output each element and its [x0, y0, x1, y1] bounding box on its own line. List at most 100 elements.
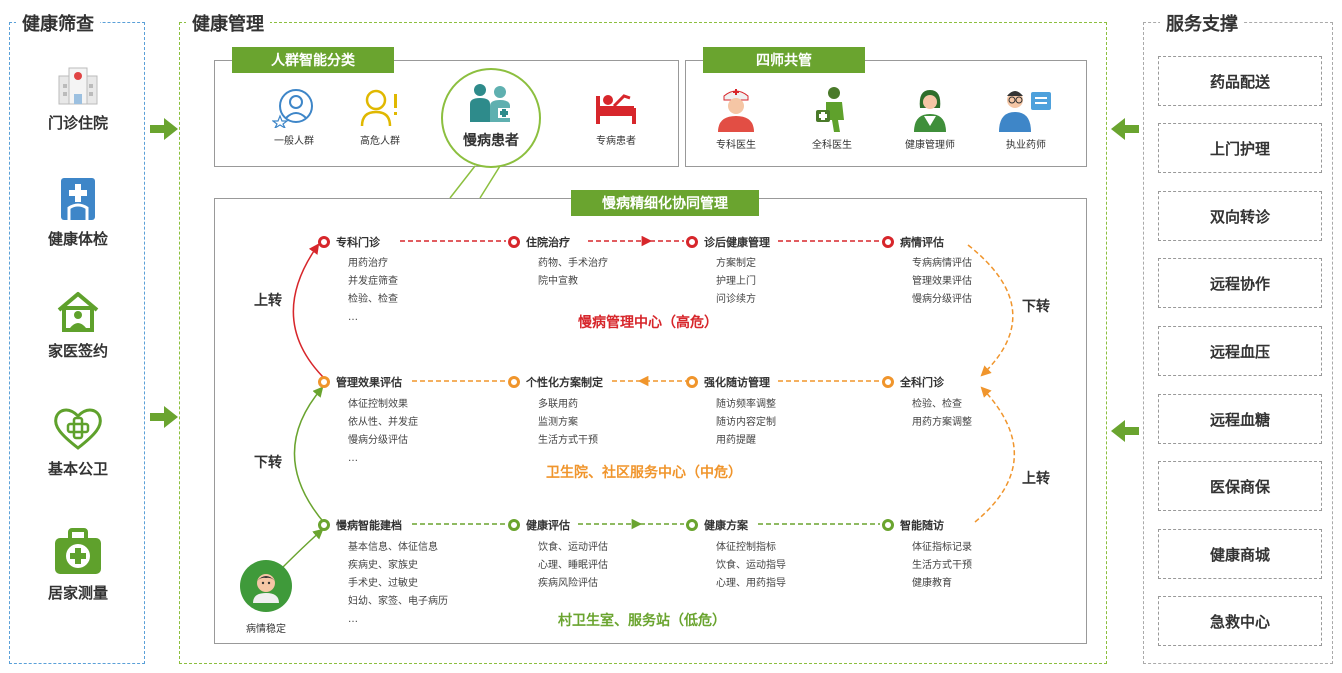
step-marker — [508, 376, 520, 388]
detail-item: 依从性、并发症 — [348, 417, 418, 428]
detail-item: 管理效果评估 — [912, 276, 972, 287]
step-marker — [508, 236, 520, 248]
stable-patient-label: 病情稳定 — [246, 624, 286, 635]
service-referral[interactable]: 双向转诊 — [1158, 191, 1322, 241]
management-panel — [179, 22, 1107, 664]
detail-item: 生活方式干预 — [538, 435, 598, 446]
center-medium-risk: 卫生院、社区服务中心（中危） — [546, 465, 742, 481]
doctor-specialist: 专科医生 — [696, 86, 776, 151]
detail-item: 监测方案 — [538, 417, 578, 428]
service-home-nursing[interactable]: 上门护理 — [1158, 123, 1322, 173]
detail-item: 手术史、过敏史 — [348, 578, 418, 589]
doctor-label: 专科医生 — [716, 140, 756, 151]
detail-item: … — [348, 614, 358, 625]
category-chronic: 慢病患者 — [451, 82, 531, 150]
health-manager-icon — [914, 90, 946, 132]
detail-item: 专病病情评估 — [912, 258, 972, 269]
step-marker — [318, 376, 330, 388]
step-title: 慢病智能建档 — [336, 519, 402, 532]
screening-label: 基本公卫 — [47, 460, 108, 478]
service-remote-collab[interactable]: 远程协作 — [1158, 258, 1322, 308]
detail-item: 慢病分级评估 — [912, 294, 972, 305]
detail-item: 疾病风险评估 — [538, 578, 598, 589]
step-post-diagnosis: 诊后健康管理 — [686, 234, 770, 250]
service-remote-glucose[interactable]: 远程血糖 — [1158, 394, 1322, 444]
step-intensive-followup: 强化随访管理 — [686, 374, 770, 390]
service-remote-bp[interactable]: 远程血压 — [1158, 326, 1322, 376]
step-details: 专病病情评估 管理效果评估 慢病分级评估 — [912, 255, 972, 309]
detail-item: 用药方案调整 — [912, 417, 972, 428]
doctor-label: 全科医生 — [812, 140, 852, 151]
step-marker — [882, 376, 894, 388]
step-effect-assessment: 管理效果评估 — [318, 374, 402, 390]
down-referral-label-right: 下转 — [1022, 299, 1050, 315]
detail-item: 心理、睡眠评估 — [538, 560, 608, 571]
chronic-patient-icon — [470, 84, 510, 122]
step-health-assessment: 健康评估 — [508, 517, 570, 533]
screening-label: 家医签约 — [47, 342, 108, 360]
service-health-mall[interactable]: 健康商城 — [1158, 529, 1322, 579]
detail-item: … — [348, 453, 358, 464]
specific-patient-icon — [596, 94, 636, 124]
service-emergency[interactable]: 急救中心 — [1158, 596, 1322, 646]
clinic-cross-icon — [61, 178, 95, 220]
step-title: 管理效果评估 — [336, 376, 402, 389]
step-details: 方案制定 护理上门 问诊续方 — [716, 255, 756, 309]
detail-item: 体征控制指标 — [716, 542, 776, 553]
detail-item: 护理上门 — [716, 276, 756, 287]
center-high-risk: 慢病管理中心（高危） — [578, 315, 718, 331]
step-details: 体征控制效果 依从性、并发症 慢病分级评估 … — [348, 396, 418, 468]
step-title: 个性化方案制定 — [526, 376, 603, 389]
screening-panel-title: 健康筛查 — [16, 14, 100, 36]
step-smart-filing: 慢病智能建档 — [318, 517, 402, 533]
arrow-left-icon — [1111, 118, 1139, 140]
step-details: 体征控制指标 饮食、运动指导 心理、用药指导 — [716, 539, 786, 593]
step-marker — [318, 236, 330, 248]
step-marker — [686, 519, 698, 531]
detail-item: 随访内容定制 — [716, 417, 776, 428]
screening-label: 居家测量 — [47, 584, 108, 602]
detail-item: 妇幼、家签、电子病历 — [348, 596, 448, 607]
specialist-doctor-icon — [718, 89, 754, 132]
step-marker — [686, 236, 698, 248]
general-doctor-icon — [816, 87, 844, 132]
detail-item: 随访频率调整 — [716, 399, 776, 410]
detail-item: 用药提醒 — [716, 435, 756, 446]
detail-item: 方案制定 — [716, 258, 756, 269]
step-title: 病情评估 — [900, 236, 944, 249]
detail-item: 慢病分级评估 — [348, 435, 408, 446]
patient-face-icon — [253, 574, 279, 603]
doctor-label: 健康管理师 — [905, 140, 955, 151]
service-insurance[interactable]: 医保商保 — [1158, 461, 1322, 511]
doctor-general: 全科医生 — [792, 86, 872, 151]
category-label: 一般人群 — [274, 136, 314, 147]
detail-item: 基本信息、体征信息 — [348, 542, 438, 553]
detail-item: 体征控制效果 — [348, 399, 408, 410]
arrow-left-icon — [1111, 420, 1139, 442]
detail-item: 心理、用药指导 — [716, 578, 786, 589]
step-details: 药物、手术治疗 院中宣教 — [538, 255, 608, 291]
detail-item: 多联用药 — [538, 399, 578, 410]
detail-item: 检验、检查 — [912, 399, 962, 410]
screening-item-public-health: 基本公卫 — [10, 404, 146, 479]
detail-item: 检验、检查 — [348, 294, 398, 305]
screening-item-home-measure: 居家测量 — [10, 526, 146, 603]
heart-cross-icon — [54, 408, 102, 450]
detail-item: 院中宣教 — [538, 276, 578, 287]
detail-item: 药物、手术治疗 — [538, 258, 608, 269]
screening-label: 门诊住院 — [47, 114, 108, 132]
service-panel-title: 服务支撑 — [1160, 14, 1244, 36]
service-drug-delivery[interactable]: 药品配送 — [1158, 56, 1322, 106]
category-general: 一般人群 — [254, 86, 334, 147]
up-referral-label-right: 上转 — [1022, 471, 1050, 487]
screening-item-outpatient: 门诊住院 — [10, 64, 146, 133]
step-title: 健康评估 — [526, 519, 570, 532]
step-marker — [882, 236, 894, 248]
general-population-icon — [272, 89, 313, 128]
down-referral-label: 下转 — [254, 455, 282, 471]
step-title: 全科门诊 — [900, 376, 944, 389]
step-details: 体征指标记录 生活方式干预 健康教育 — [912, 539, 972, 593]
screening-item-family-doctor: 家医签约 — [10, 290, 146, 361]
step-title: 专科门诊 — [336, 236, 380, 249]
category-label: 专病患者 — [596, 136, 636, 147]
